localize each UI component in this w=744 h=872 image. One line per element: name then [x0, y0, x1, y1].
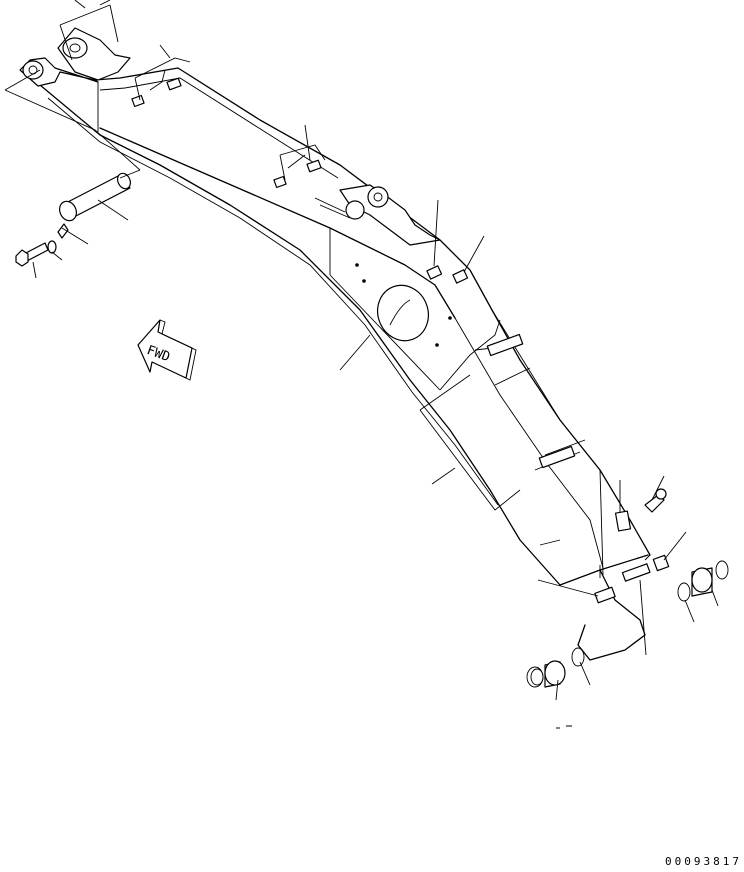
leader-lines: [32, 0, 719, 729]
pipe-clamps: [131, 69, 670, 604]
boom-foot-bracket: [19, 27, 131, 87]
bushings-and-seals: [526, 560, 729, 688]
cylinder-bracket: [314, 184, 441, 246]
fwd-arrow: FWD: [137, 319, 197, 381]
grease-fitting: [644, 488, 667, 513]
foot-pin-parts: [15, 172, 132, 267]
document-code: 00093817: [665, 855, 742, 868]
group-brackets: [4, 4, 561, 546]
side-boss: [355, 263, 452, 347]
